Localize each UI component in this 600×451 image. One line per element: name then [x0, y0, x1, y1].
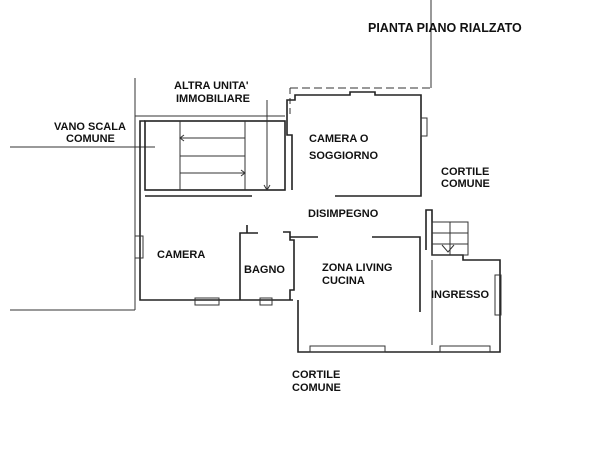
label-cortile-bottom-comune: COMUNE [292, 382, 341, 394]
label-vano-scala-comune: COMUNE [66, 133, 115, 145]
window [420, 117, 428, 137]
window [439, 345, 491, 353]
label-disimpegno: DISIMPEGNO [308, 208, 379, 220]
stair-block [144, 120, 286, 191]
window [194, 297, 220, 306]
window [259, 297, 273, 306]
wall-zona-living [297, 209, 501, 353]
label-bagno: BAGNO [244, 264, 285, 276]
label-altra-unita: ALTRA UNITA' [174, 80, 249, 92]
window [134, 235, 144, 259]
wall-camera-bagno [239, 225, 258, 300]
label-immobiliare: IMMOBILIARE [176, 93, 250, 105]
page-title: PIANTA PIANO RIALZATO [368, 21, 522, 35]
wall-camera-soggiorno [286, 91, 422, 197]
window [494, 274, 502, 316]
label-cortile-right: CORTILE [441, 166, 490, 178]
label-camera-o: CAMERA O [309, 133, 369, 145]
label-zona-living: ZONA LIVING [322, 262, 393, 274]
window [309, 345, 386, 353]
label-soggiorno: SOGGIORNO [309, 150, 379, 162]
label-cucina: CUCINA [322, 275, 365, 287]
label-vano-scala: VANO SCALA [54, 121, 126, 133]
label-camera: CAMERA [157, 249, 206, 261]
arrow-icon [441, 244, 455, 253]
label-cortile-right-comune: COMUNE [441, 178, 490, 190]
arrow-icon [179, 134, 271, 191]
label-ingresso: INGRESSO [431, 289, 490, 301]
wall-bagno-living [283, 231, 318, 300]
wall-left-wing [139, 120, 293, 301]
label-cortile-bottom: CORTILE [292, 369, 341, 381]
